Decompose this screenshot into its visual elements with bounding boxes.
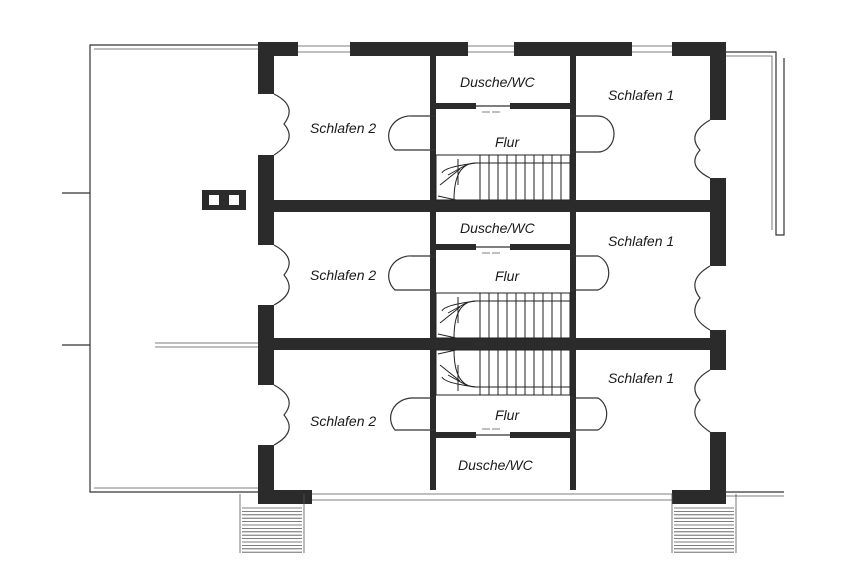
interior-walls — [430, 56, 576, 490]
label-flur: Flur — [495, 134, 520, 150]
label-dusche-wc: Dusche/WC — [460, 220, 536, 236]
label-schlafen-1: Schlafen 1 — [608, 87, 674, 103]
label-schlafen-2: Schlafen 2 — [310, 267, 376, 283]
staircases — [435, 154, 571, 396]
hall-doors — [388, 115, 615, 431]
room-labels: Schlafen 2 Dusche/WC Flur Schlafen 1 Sch… — [310, 74, 674, 473]
terrace-outline — [62, 44, 258, 493]
exterior-walls — [258, 42, 726, 504]
label-flur: Flur — [495, 268, 520, 284]
right-balcony — [725, 51, 785, 497]
party-walls — [258, 200, 726, 350]
label-schlafen-1: Schlafen 1 — [608, 233, 674, 249]
label-flur: Flur — [495, 407, 520, 423]
label-dusche-wc: Dusche/WC — [458, 457, 534, 473]
sliding-doors — [476, 105, 510, 436]
label-schlafen-2: Schlafen 2 — [310, 413, 376, 429]
chimney — [202, 190, 246, 210]
label-schlafen-2: Schlafen 2 — [310, 120, 376, 136]
label-dusche-wc: Dusche/WC — [460, 74, 536, 90]
front-steps — [239, 494, 737, 553]
window-swings — [273, 93, 711, 446]
label-schlafen-1: Schlafen 1 — [608, 370, 674, 386]
